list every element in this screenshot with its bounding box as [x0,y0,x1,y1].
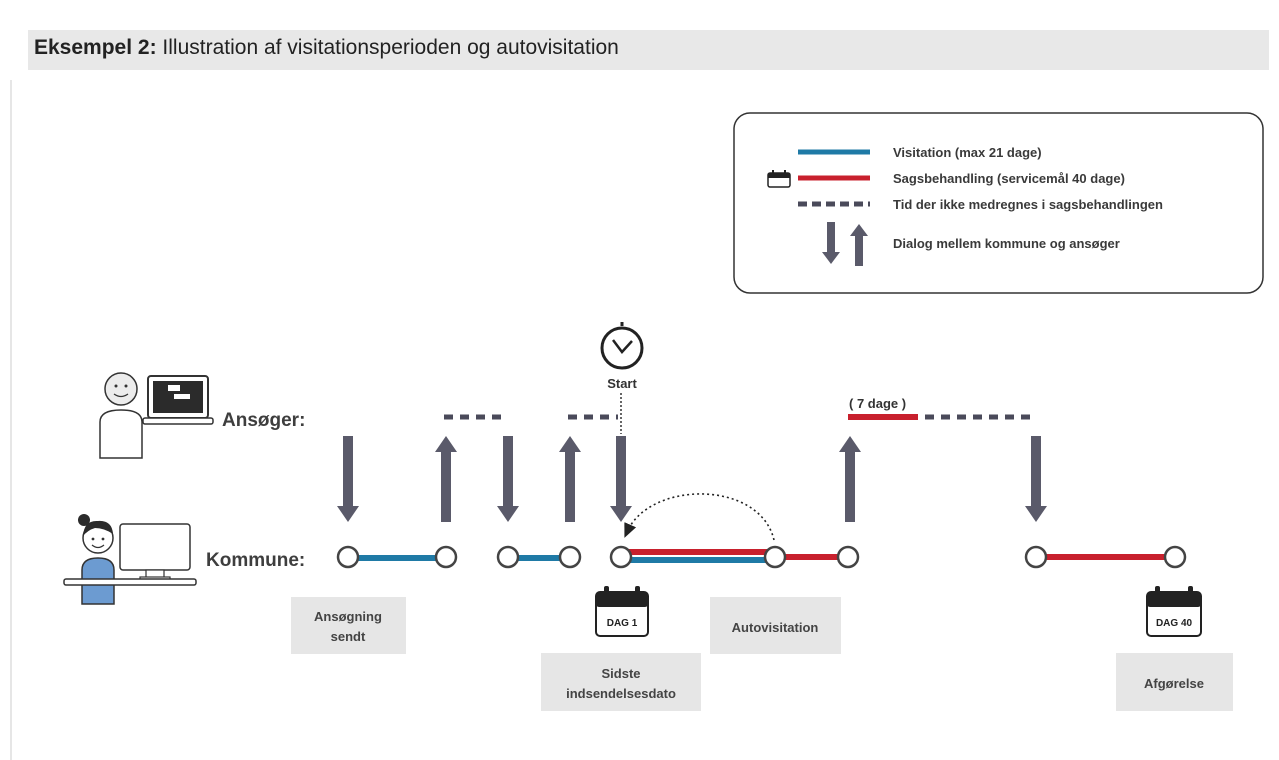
node-1 [336,545,360,569]
arrow-down-3 [610,436,632,522]
last-submission-box: Sidste indsendelsesdato [541,653,701,711]
calendar-icon [767,170,791,188]
title-bold: Eksempel 2: [34,36,157,59]
autovisitation-label: Autovisitation [732,620,819,635]
node-5 [609,545,633,569]
applicant-figure-icon [99,372,214,459]
applicant-row-label: Ansøger: [222,410,305,431]
arrow-down-1 [337,436,359,522]
municipality-figure-icon [63,514,197,605]
application-sent-line2: sendt [331,629,366,644]
application-sent-box: Ansøgning sendt [291,597,406,654]
title-bar: Eksempel 2: Illustration af visitationsp… [28,30,1269,70]
calendar-day40-label: DAG 40 [1156,618,1193,629]
application-sent-bg [291,597,406,654]
legend-frame [733,112,1264,294]
legend-excluded-label: Tid der ikke medregnes i sagsbehandlinge… [893,197,1163,212]
node-8 [1024,545,1048,569]
legend: Visitation (max 21 dage) Sagsbehandling … [733,112,1264,294]
decision-bg [1116,653,1233,711]
node-9 [1163,545,1187,569]
node-7 [836,545,860,569]
calendar-day1-icon: DAG 1 [595,586,649,637]
arrow-up-3 [839,436,861,522]
autovisitation-box: Autovisitation [710,597,841,654]
decision-label: Afgørelse [1144,676,1204,691]
calendar-day40-icon: DAG 40 [1146,586,1202,637]
arrow-up-2 [559,436,581,522]
calendar-day1-label: DAG 1 [607,618,638,629]
municipality-row-label: Kommune: [206,550,305,571]
node-3 [496,545,520,569]
node-6 [763,545,787,569]
last-submission-line2: indsendelsesdato [566,686,676,701]
application-sent-line1: Ansøgning [314,609,382,624]
seven-days-label: ( 7 dage ) [849,396,906,411]
dialog-arrows-icon [822,222,868,266]
node-4 [558,545,582,569]
arrow-down-2 [497,436,519,522]
legend-dialog-label: Dialog mellem kommune og ansøger [893,236,1120,251]
autovisitation-bg [710,597,841,654]
timeline-nodes [336,545,1187,569]
node-2 [434,545,458,569]
arrow-up-1 [435,436,457,522]
legend-case-label: Sagsbehandling (servicemål 40 dage) [893,171,1125,186]
last-submission-bg [541,653,701,711]
arrow-down-4 [1025,436,1047,522]
dialog-arrows [337,436,1047,522]
decision-box: Afgørelse [1116,653,1233,711]
stopwatch-icon [600,322,644,370]
page-title: Eksempel 2: Illustration af visitationsp… [34,36,619,60]
autovisitation-curve-arrow [624,493,775,541]
page-left-edge [10,80,12,760]
legend-visitation-label: Visitation (max 21 dage) [893,145,1042,160]
start-label: Start [607,376,637,391]
title-rest: Illustration af visitationsperioden og a… [156,36,619,59]
last-submission-line1: Sidste [601,666,640,681]
